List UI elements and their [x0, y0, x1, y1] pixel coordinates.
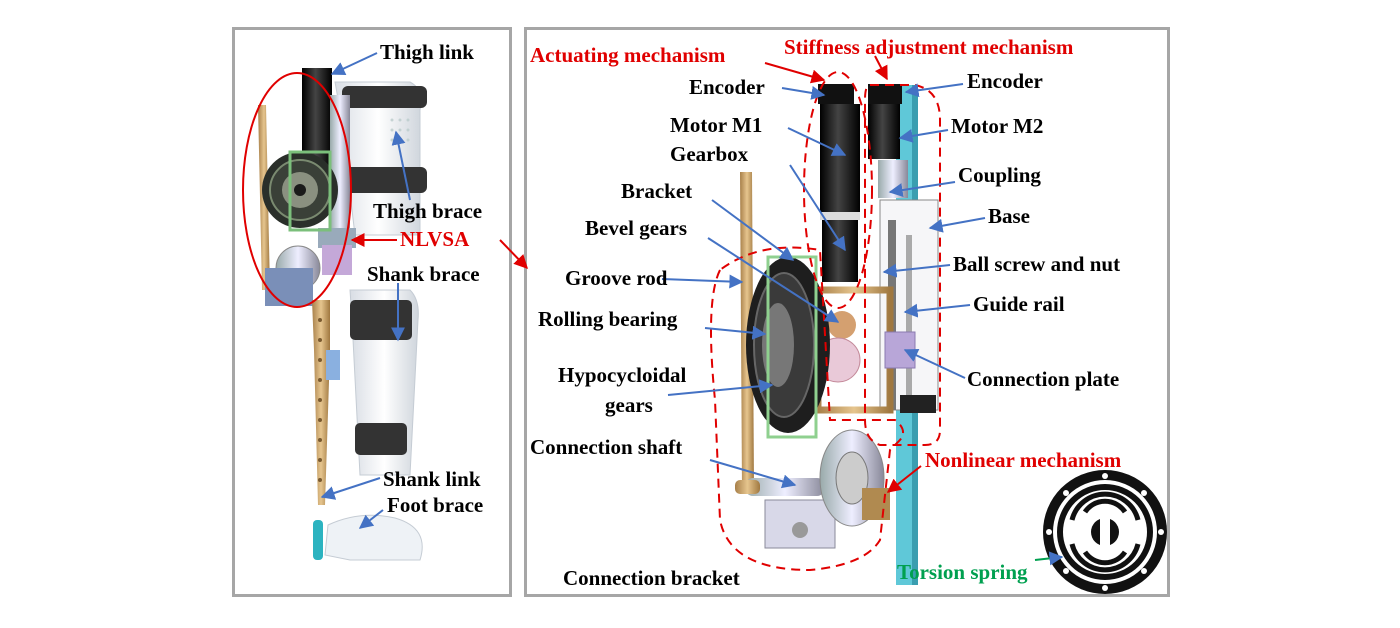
left-arrows — [320, 52, 411, 529]
arrow-nonlinear — [886, 465, 922, 493]
label-nlvsa: NLVSA — [400, 227, 470, 251]
label-torsion-spring: Torsion spring — [897, 560, 1028, 584]
label-nonlinear-mechanism: Nonlinear mechanism — [925, 448, 1122, 472]
green-arrow — [1034, 551, 1064, 566]
arrow-nlvsa-right — [499, 239, 528, 270]
label-connection-bracket: Connection bracket — [563, 566, 740, 590]
label-bracket: Bracket — [621, 179, 693, 203]
label-foot-brace: Foot brace — [387, 493, 484, 517]
label-encoder-right: Encoder — [967, 69, 1043, 93]
label-actuating-mechanism: Actuating mechanism — [530, 43, 726, 67]
label-gearbox: Gearbox — [670, 142, 749, 166]
label-hypocycloidal-line2: gears — [605, 393, 653, 417]
label-base: Base — [988, 204, 1030, 228]
right-arrows — [661, 83, 986, 489]
label-guide-rail: Guide rail — [973, 292, 1065, 316]
label-connection-shaft: Connection shaft — [530, 435, 683, 459]
arrow-thigh-link — [330, 52, 378, 76]
label-ball-screw-and-nut: Ball screw and nut — [953, 252, 1121, 276]
label-connection-plate: Connection plate — [967, 367, 1120, 391]
arrow-actuating — [764, 62, 826, 84]
red-arrows — [350, 55, 922, 493]
arrow-stiffness — [874, 55, 888, 81]
arrow-foot-brace — [358, 509, 384, 529]
label-shank-brace: Shank brace — [367, 262, 480, 286]
label-encoder-left: Encoder — [689, 75, 765, 99]
arrow-shank-link — [320, 477, 381, 500]
label-stiffness-adjustment-mechanism: Stiffness adjustment mechanism — [784, 35, 1074, 59]
label-shank-link: Shank link — [383, 467, 481, 491]
label-coupling: Coupling — [958, 163, 1041, 187]
label-groove-rod: Groove rod — [565, 266, 668, 290]
label-rolling-bearing: Rolling bearing — [538, 307, 678, 331]
label-thigh-brace: Thigh brace — [373, 199, 483, 223]
torsion-spring-icon — [1043, 470, 1167, 594]
label-motor-m2: Motor M2 — [951, 114, 1044, 138]
label-hypocycloidal-line1: Hypocycloidal — [558, 363, 687, 387]
label-thigh-link: Thigh link — [380, 40, 474, 64]
arrow-thigh-brace — [391, 130, 411, 201]
nlvsa-illustration — [710, 71, 941, 585]
label-bevel-gears: Bevel gears — [585, 216, 688, 240]
label-motor-m1: Motor M1 — [670, 113, 763, 137]
